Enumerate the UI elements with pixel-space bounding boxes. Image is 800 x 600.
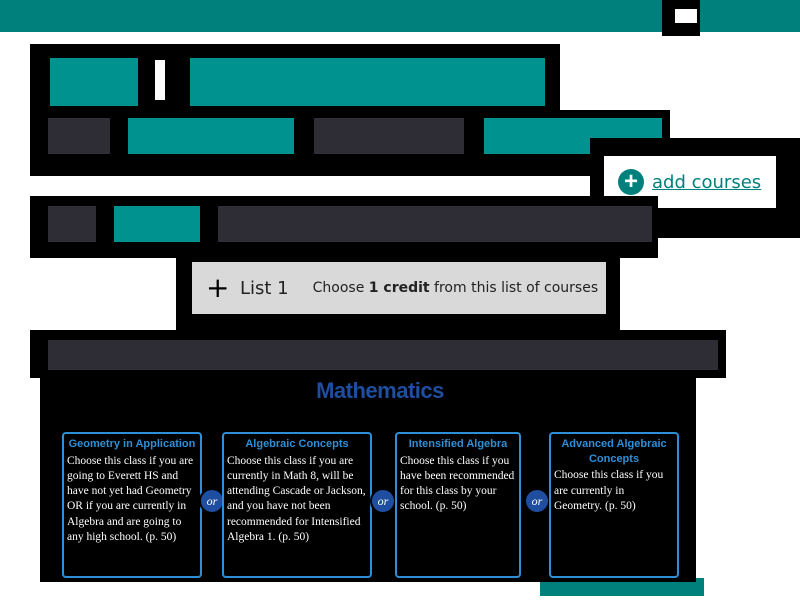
list-name: List 1 xyxy=(240,277,289,299)
list-desc-credit: 1 credit xyxy=(368,280,430,296)
row2-item-2[interactable] xyxy=(114,206,200,242)
or-connector: or xyxy=(199,488,225,514)
course-title[interactable]: Advanced Algebraic Concepts xyxy=(561,438,667,465)
list-desc-before: Choose xyxy=(312,280,369,296)
header-divider xyxy=(155,60,165,100)
or-connector: or xyxy=(524,488,550,514)
nav-item-1[interactable] xyxy=(48,118,110,154)
subject-title: Mathematics xyxy=(316,378,444,403)
course-description: Choose this class if you are currently i… xyxy=(227,454,366,544)
course-title[interactable]: Geometry in Application xyxy=(68,438,196,450)
header-title-block xyxy=(190,58,545,106)
course-card[interactable]: Geometry in Application Choose this clas… xyxy=(62,432,202,578)
nav-item-3[interactable] xyxy=(314,118,464,154)
course-title[interactable]: Intensified Algebra xyxy=(408,438,508,450)
course-description: Choose this class if you have been recom… xyxy=(400,454,515,513)
course-title[interactable]: Algebraic Concepts xyxy=(245,438,349,450)
header-logo-block xyxy=(50,58,138,106)
bottom-accent xyxy=(540,578,704,596)
add-courses-label: add courses xyxy=(652,171,762,193)
list-header[interactable]: + List 1 Choose 1 credit from this list … xyxy=(192,262,606,314)
or-connector: or xyxy=(370,488,396,514)
row2-item-3[interactable] xyxy=(218,206,652,242)
top-bar-button[interactable] xyxy=(672,6,700,26)
course-card[interactable]: Intensified Algebra Choose this class if… xyxy=(395,432,521,578)
bottom-accent-shadow xyxy=(540,574,696,582)
plus-icon[interactable]: + xyxy=(206,271,230,304)
course-card[interactable]: Advanced Algebraic Concepts Choose this … xyxy=(549,432,679,578)
row2-item-1[interactable] xyxy=(48,206,96,242)
nav-item-2[interactable] xyxy=(128,118,294,154)
list-description: Choose 1 credit from this list of course… xyxy=(313,280,599,296)
course-description: Choose this class if you are currently i… xyxy=(554,469,664,512)
plus-circle-icon: + xyxy=(618,169,644,195)
course-card[interactable]: Algebraic Concepts Choose this class if … xyxy=(222,432,372,578)
subject-bar xyxy=(48,340,718,370)
course-description: Choose this class if you are going to Ev… xyxy=(67,454,194,544)
list-desc-after: from this list of courses xyxy=(429,280,599,296)
course-panel xyxy=(40,376,696,582)
